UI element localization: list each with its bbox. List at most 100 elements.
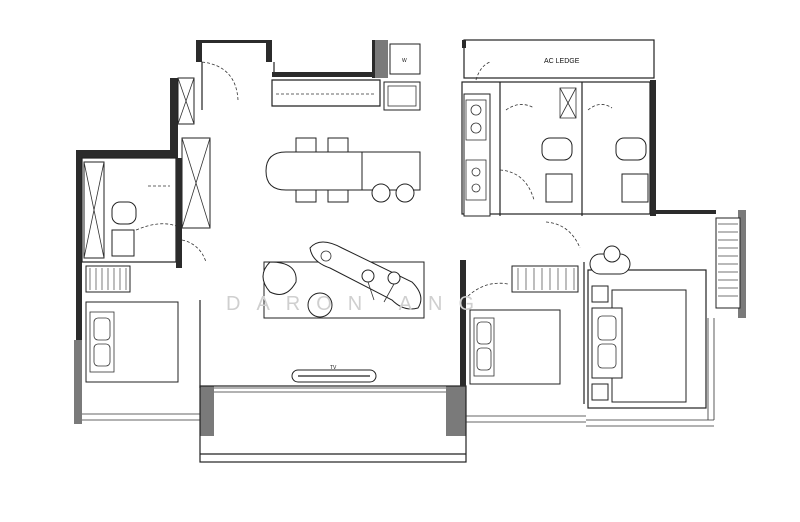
bed-frame xyxy=(611,289,687,403)
door-swing xyxy=(181,239,207,263)
kitchen-cabinets-left xyxy=(177,61,239,229)
bedroom-2 xyxy=(460,260,586,423)
wall-segment xyxy=(266,40,272,62)
pillow xyxy=(597,315,617,341)
door-swing xyxy=(467,282,509,297)
wall-segment xyxy=(372,40,375,78)
ottoman xyxy=(262,261,297,295)
door-swing xyxy=(505,104,535,111)
sink xyxy=(465,99,487,141)
door-swing xyxy=(545,221,581,249)
bedroom-1 xyxy=(82,265,201,421)
headboard xyxy=(591,307,623,379)
vanity xyxy=(545,173,573,203)
person-figure-legs xyxy=(367,281,395,303)
wall-segment xyxy=(656,210,716,214)
side-table xyxy=(307,292,333,318)
tv-label: TV xyxy=(330,365,337,371)
shower-cross xyxy=(83,161,105,259)
wall-segment xyxy=(74,340,82,424)
room-outline xyxy=(587,269,707,409)
burner xyxy=(471,183,481,193)
kitchen-island xyxy=(361,151,421,191)
wall-segment xyxy=(462,40,466,48)
wall-segment xyxy=(272,72,372,77)
wall-segment xyxy=(196,40,272,43)
living-room: TV xyxy=(262,241,425,383)
burner xyxy=(471,167,481,177)
wardrobe-hatch xyxy=(89,268,127,290)
vanity xyxy=(621,173,649,203)
pillow xyxy=(476,321,492,345)
pillow xyxy=(93,343,111,367)
wardrobe xyxy=(511,265,579,293)
wall-segment xyxy=(176,158,182,268)
balcony-outline xyxy=(199,385,467,463)
wall-segment xyxy=(372,40,388,78)
nightstand xyxy=(591,285,609,303)
cabinet-cross xyxy=(177,77,195,125)
wardrobe-hatch xyxy=(718,223,738,297)
bed xyxy=(469,309,561,385)
sink-basin xyxy=(470,122,482,134)
ac-ledge-label: AC LEDGE xyxy=(544,58,580,65)
toilet xyxy=(111,201,137,225)
wall-segment xyxy=(738,210,746,318)
toilet xyxy=(541,137,573,161)
stool xyxy=(603,245,621,263)
utility-area: W xyxy=(271,43,421,111)
fridge-inner xyxy=(387,85,417,107)
ac-ledge-outline xyxy=(463,39,655,79)
shower-cross xyxy=(559,87,577,119)
door-swing xyxy=(587,104,613,111)
wall-segment xyxy=(76,150,82,340)
door-swing xyxy=(135,223,177,231)
pillow xyxy=(597,343,617,369)
dining-chair xyxy=(327,137,349,153)
watermark-text: DARON ANG xyxy=(226,293,490,315)
vanity xyxy=(111,229,135,257)
bathroom-block xyxy=(461,81,651,215)
person-figure xyxy=(387,271,401,285)
washer-label: W xyxy=(402,58,407,64)
wall-segment xyxy=(650,80,656,216)
wall-segment xyxy=(446,386,466,436)
door-swing xyxy=(201,61,239,101)
pillows xyxy=(473,317,495,377)
bed xyxy=(85,301,179,383)
dining-chair xyxy=(295,189,317,203)
wardrobe xyxy=(715,217,741,309)
wall-segment xyxy=(76,150,178,158)
sink-basin xyxy=(470,104,482,116)
pillows xyxy=(89,311,115,373)
wall-segment xyxy=(170,78,178,150)
shower xyxy=(559,87,577,119)
bathrooms-top-right xyxy=(461,61,651,297)
kitchen-counter xyxy=(271,79,381,107)
balcony xyxy=(199,385,467,463)
nightstand xyxy=(591,383,609,401)
cushion xyxy=(320,250,332,262)
wall-segment xyxy=(200,386,214,436)
bar-stool xyxy=(371,183,391,203)
wall-segment xyxy=(460,260,466,386)
door-swing xyxy=(499,169,535,201)
pillow xyxy=(93,317,111,341)
fridge-box xyxy=(383,81,421,111)
common-bathroom xyxy=(81,157,207,268)
door-swing xyxy=(475,61,491,81)
dining-chair xyxy=(295,137,317,153)
wall-segment xyxy=(196,40,202,62)
washer-box xyxy=(389,43,421,75)
bar-stool xyxy=(395,183,415,203)
ac-ledge: AC LEDGE xyxy=(462,39,655,79)
pillow xyxy=(476,347,492,371)
person-figure xyxy=(361,269,375,283)
dining-table xyxy=(265,151,363,191)
toilet xyxy=(615,137,647,161)
exterior-walls xyxy=(74,40,746,436)
wardrobe-hatch xyxy=(517,268,575,290)
cabinet-cross xyxy=(181,137,211,229)
